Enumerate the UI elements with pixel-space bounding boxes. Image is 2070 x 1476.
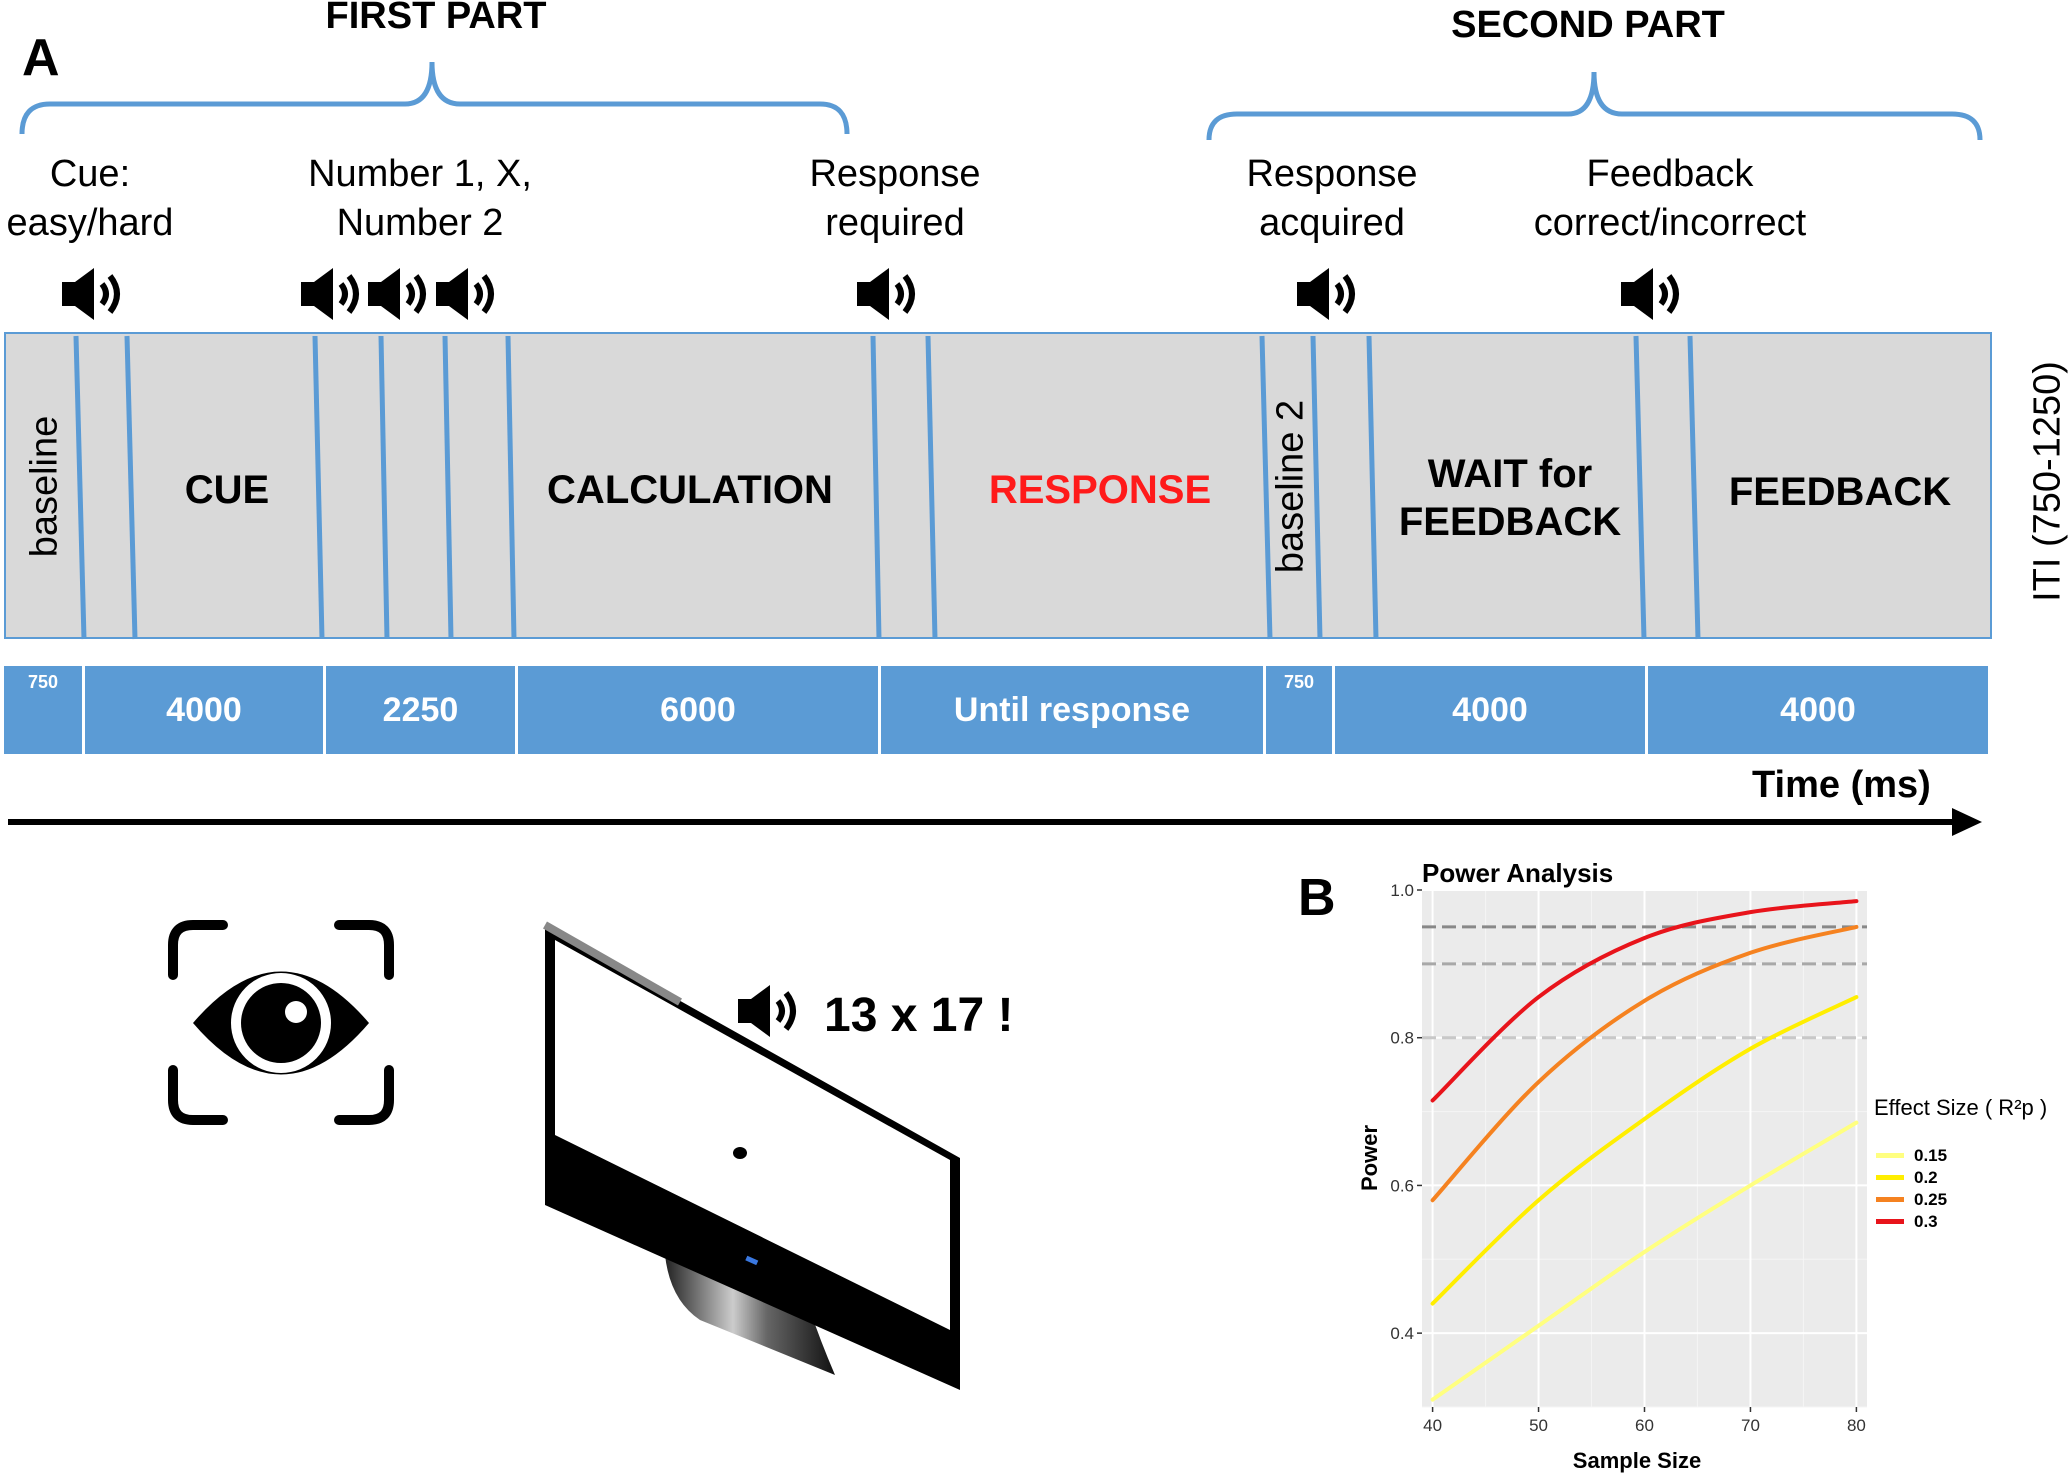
legend-item: 0.2 [1874,1167,1994,1189]
first-part-title: FIRST PART [325,0,547,37]
phase-baseline: baseline [23,415,66,558]
panel-a-letter: A [22,29,60,87]
eye-tracking-icon [168,920,394,1125]
y-tick-label: 0.8 [1390,1029,1414,1048]
duration-cell: 2250 [326,666,515,754]
event-label-numbers: Number 1, X,Number 2 [308,153,532,244]
power-chart: 40 50 60 70 80 0.4 0.6 0.8 1.0 [1390,881,1867,1435]
legend-title: Effect Size ( R²p ) [1874,1095,2048,1120]
legend-label: 0.25 [1914,1190,1948,1209]
trial-timeline-box [4,332,1992,639]
legend-swatch [1876,1219,1904,1224]
duration-cell: 750 [4,666,82,754]
first-part-brace [19,61,1983,141]
iti-label: ITI (750-1250) [2026,361,2069,602]
phase-calculation: CALCULATION [547,468,833,512]
phase-cue: CUE [184,468,270,512]
speaker-icon [368,268,423,320]
legend-swatch [1876,1197,1904,1202]
series-line [1430,899,1859,1103]
y-tick-label: 1.0 [1390,881,1414,900]
legend-label: 0.2 [1914,1168,1938,1187]
x-tick-label: 80 [1847,1416,1866,1435]
legend-label: 0.15 [1914,1146,1948,1165]
speaker-icon [62,268,117,320]
speaker-icon [738,985,808,1041]
speaker-icon [1297,268,1352,320]
phase-response: RESPONSE [988,468,1212,512]
y-tick-label: 0.6 [1390,1176,1414,1195]
speaker-icon [436,268,491,320]
legend-swatch [1876,1175,1904,1180]
legend-item: 0.25 [1874,1189,1994,1211]
x-tick-label: 60 [1635,1416,1654,1435]
speaker-icon [857,268,912,320]
x-tick-label: 40 [1423,1416,1442,1435]
legend-item: 0.15 [1874,1145,1994,1167]
speaker-icons [0,260,2056,330]
speaker-icon [1621,268,1676,320]
duration-cell: 4000 [85,666,323,754]
monitor-icon [543,921,960,1390]
x-tick-label: 50 [1529,1416,1548,1435]
phase-dividers [73,335,1701,640]
legend-item: 0.3 [1874,1211,1994,1233]
series-line [1430,1120,1859,1402]
duration-cell: 4000 [1335,666,1645,754]
time-arrow [8,808,1982,836]
speaker-icon [301,268,356,320]
panel-b-letter: B [1298,869,1336,927]
second-part-title: SECOND PART [1451,4,1725,46]
spoken-problem-text: 13 x 17 ! [824,989,1014,1042]
event-label-cue: Cue:easy/hard [6,153,174,244]
x-axis-title: Sample Size [1572,1448,1702,1473]
duration-cell: 4000 [1648,666,1988,754]
legend-label: 0.3 [1914,1212,1938,1231]
series-line [1430,924,1859,1203]
chart-title: Power Analysis [1422,858,1614,888]
legend-swatch [1876,1153,1904,1158]
series-line [1430,995,1859,1306]
duration-cell: Until response [881,666,1263,754]
x-tick-label: 70 [1741,1416,1760,1435]
time-axis-label: Time (ms) [1752,764,1931,806]
y-tick-label: 0.4 [1390,1324,1414,1343]
duration-cell: 750 [1266,666,1332,754]
duration-cell: 6000 [518,666,878,754]
phase-feedback: FEEDBACK [1728,470,1952,514]
phase-baseline-2: baseline 2 [1269,399,1312,574]
